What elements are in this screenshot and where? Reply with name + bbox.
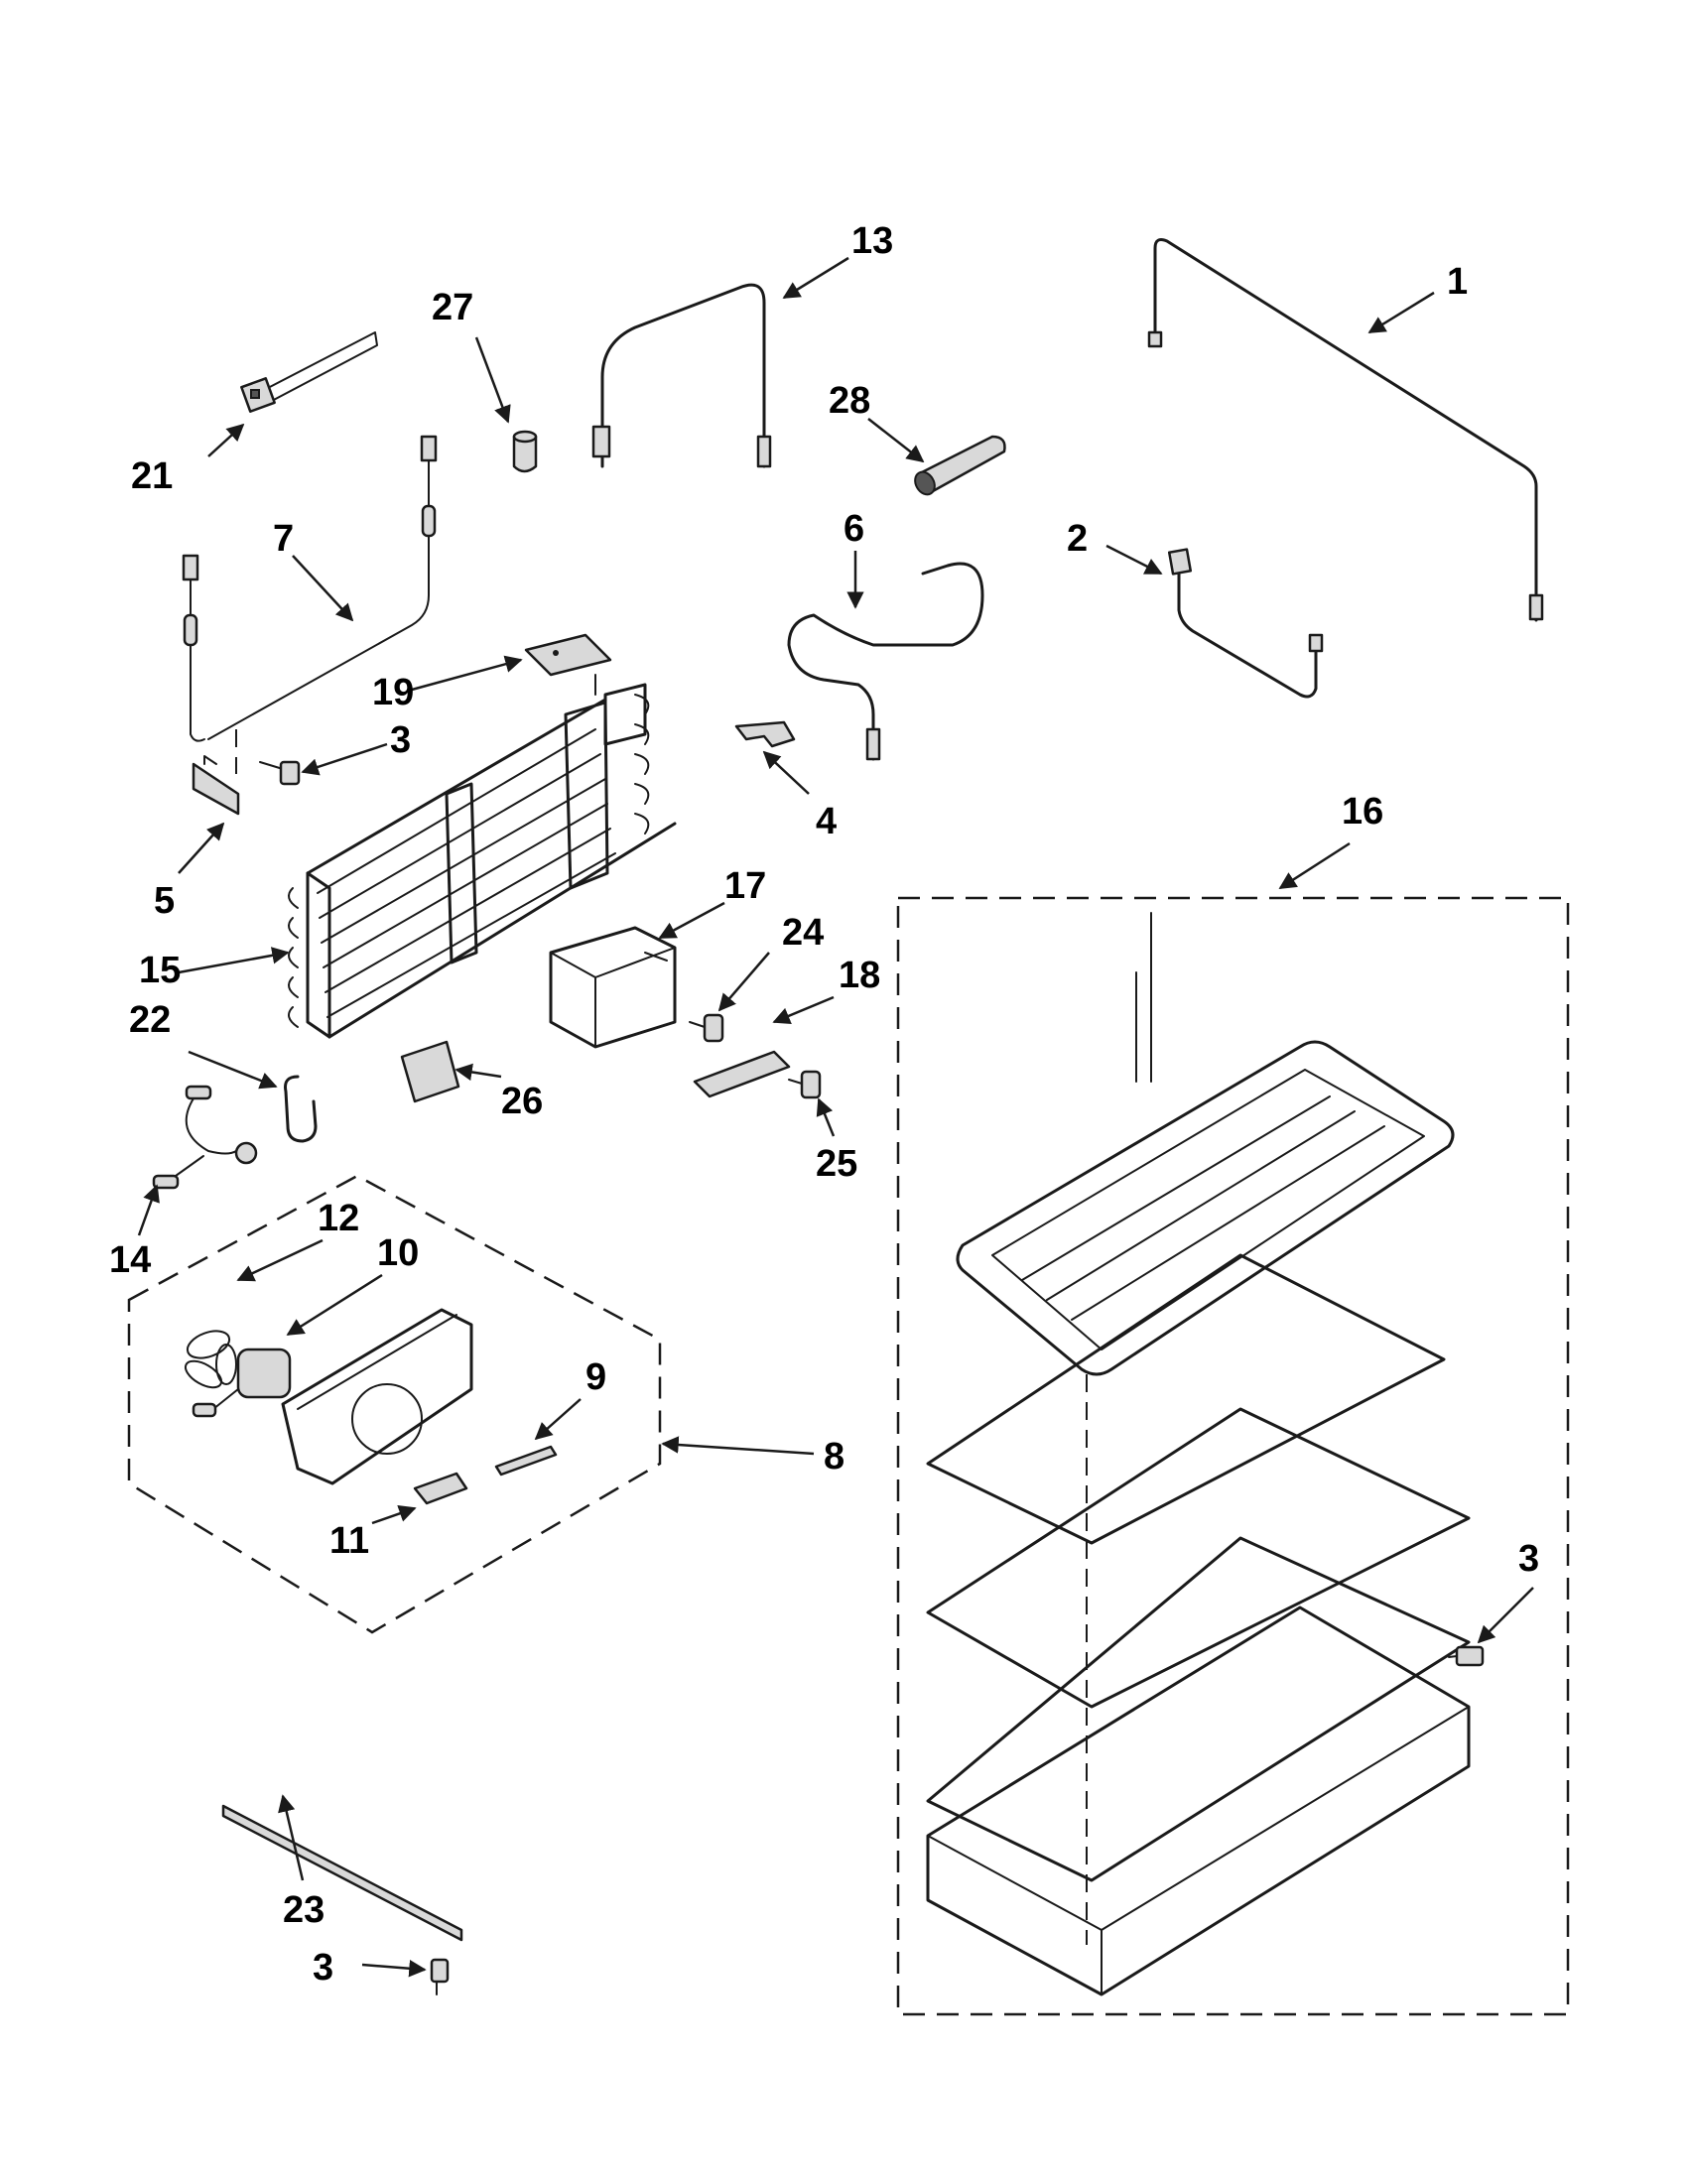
part-16-drain-pan-assembly-boundary	[896, 896, 1570, 2016]
part-25-screw	[788, 1070, 822, 1099]
callout-3: 3	[313, 1947, 333, 1989]
part-3-screw-tray	[1448, 1645, 1485, 1667]
part-8-fan-assembly-boundary	[127, 1174, 662, 1634]
callout-15: 15	[139, 950, 181, 991]
callout-13: 13	[851, 220, 893, 262]
callout-8: 8	[824, 1436, 844, 1477]
callout-11: 11	[329, 1520, 369, 1562]
part-10-fan-motor	[192, 1348, 292, 1418]
part-5-bracket	[192, 729, 240, 816]
callout-3: 3	[1518, 1538, 1539, 1580]
part-6-tube	[787, 562, 984, 761]
callout-22: 22	[129, 999, 171, 1041]
part-21-cable-tie	[240, 331, 378, 413]
part-13-tube	[591, 283, 772, 468]
part-8-fan-housing	[281, 1308, 473, 1485]
part-16-sheet-3	[926, 1536, 1471, 1882]
callout-24: 24	[782, 912, 824, 954]
part-17-box	[549, 926, 677, 1049]
callout-9: 9	[585, 1356, 606, 1398]
callout-16: 16	[1342, 791, 1383, 833]
part-12-fan-blade	[184, 1330, 237, 1389]
callout-3: 3	[390, 719, 411, 761]
part-19-pad	[524, 633, 612, 677]
callout-23: 23	[283, 1889, 325, 1931]
callout-21: 21	[131, 455, 173, 497]
callout-1: 1	[1447, 261, 1468, 303]
part-14-harness	[152, 1085, 258, 1190]
callout-2: 2	[1067, 518, 1088, 560]
callout-7: 7	[273, 518, 294, 560]
part-3-screw-top	[259, 760, 301, 786]
part-3-screw-bottom	[430, 1958, 450, 1995]
callout-4: 4	[816, 801, 837, 842]
part-18-plate	[693, 1050, 791, 1098]
part-4-clip	[734, 720, 796, 748]
part-7-wire-harness	[182, 435, 438, 742]
callout-27: 27	[432, 287, 473, 328]
part-2-tube	[1167, 548, 1324, 699]
callout-5: 5	[154, 880, 175, 922]
callout-17: 17	[724, 865, 766, 907]
part-22-hook	[284, 1075, 318, 1143]
part-23-rail	[221, 1804, 463, 1942]
part-16-tray	[926, 1606, 1471, 1996]
part-1-tube	[1147, 238, 1544, 622]
part-16-sheet-1	[926, 1253, 1446, 1545]
part-27-cap	[512, 430, 538, 473]
callout-14: 14	[109, 1239, 151, 1281]
part-11-clip	[413, 1472, 468, 1505]
part-26-pad	[400, 1040, 460, 1103]
callout-25: 25	[816, 1143, 857, 1185]
callout-6: 6	[844, 508, 864, 550]
callout-28: 28	[829, 380, 870, 422]
part-16-drain-pan	[956, 912, 1455, 1376]
callout-12: 12	[318, 1198, 359, 1239]
callout-18: 18	[839, 955, 880, 996]
part-16-sheet-2	[926, 1407, 1471, 1709]
part-9-bracket	[494, 1445, 558, 1477]
part-24-screw	[689, 1013, 724, 1043]
part-15-evaporator	[288, 674, 677, 1039]
part-28-insulation-tube	[914, 435, 1006, 496]
callout-10: 10	[377, 1232, 419, 1274]
callout-19: 19	[372, 672, 414, 713]
callout-26: 26	[501, 1081, 543, 1122]
